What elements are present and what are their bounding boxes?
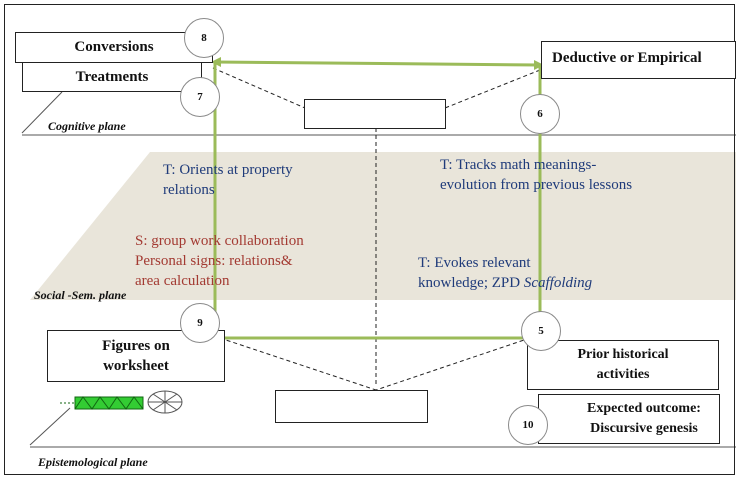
prior-historical-box: Prior historical activities [527,340,719,390]
green-arrowhead-right [534,60,544,70]
group-line3: area calculation [135,273,230,289]
group-line1: S: group work collaboration [135,233,304,249]
epistemological-plane-label: Epistemological plane [38,455,148,469]
marker-7: 7 [180,77,220,117]
evokes-line2-italic: Scaffolding [523,275,593,291]
marker-6: 6 [520,94,560,134]
marker-6-label: 6 [537,108,543,120]
center-empty-box-top [304,99,446,129]
group-line2: Personal signs: relations& [135,253,293,269]
marker-10-label: 10 [522,419,534,431]
green-triangles-strip-figure [60,396,144,410]
evokes-line1: T: Evokes relevant [418,255,531,271]
orients-annotation: T: Orients at property relations [163,160,293,200]
center-empty-box-bottom [275,390,428,423]
marker-5: 5 [521,311,561,351]
marker-7-label: 7 [197,91,203,103]
cognitive-plane-label: Cognitive plane [48,119,126,133]
expected-outcome-box: Expected outcome: Discursive genesis [538,394,720,444]
figures-label-line2: worksheet [103,358,169,374]
outcome-label-line2: Discursive genesis [590,421,698,436]
epistemological-plane-slant [29,407,71,446]
green-arrowhead-left [211,57,221,67]
group-work-annotation: S: group work collaboration Personal sig… [135,231,304,291]
orients-line2: relations [163,182,215,198]
tracks-line2: evolution from previous lessons [440,177,633,193]
evokes-line2-prefix: knowledge; ZPD [418,275,524,291]
marker-9-label: 9 [197,317,203,329]
conversions-box: Conversions [15,32,213,63]
conversions-label: Conversions [74,39,154,55]
dashed-link-prior-center-bottom [375,337,531,391]
deductive-empirical-label: Deductive or Empirical [552,50,702,66]
deductive-empirical-box: Deductive or Empirical [541,41,736,79]
orients-line1: T: Orients at property [163,162,293,178]
figures-label-line1: Figures on [102,338,170,354]
treatments-box: Treatments [22,62,202,92]
marker-8: 8 [184,18,224,58]
cognitive-plane-slant [21,91,63,134]
wheel-figure [147,390,183,414]
outcome-label-line1: Expected outcome: [587,401,701,416]
treatments-label: Treatments [75,68,149,85]
marker-8-label: 8 [201,32,207,44]
evokes-annotation: T: Evokes relevant knowledge; ZPD Scaffo… [418,253,592,293]
tracks-annotation: T: Tracks math meanings- evolution from … [440,155,632,195]
dashed-link-treatments-center-top [212,67,306,109]
diagram-frame [4,4,735,475]
prior-label-line1: Prior historical [577,347,669,362]
tracks-line1: T: Tracks math meanings- [440,157,597,173]
prior-label-line2: activities [596,367,650,382]
dashed-link-deductive-center-top [444,69,541,109]
social-semiotic-plane-shape [30,152,736,300]
evokes-line2: knowledge; ZPD Scaffolding [418,273,592,293]
social-semiotic-plane-label: Social -Sem. plane [34,288,127,302]
marker-9: 9 [180,303,220,343]
marker-10: 10 [508,405,548,445]
marker-5-label: 5 [538,325,544,337]
